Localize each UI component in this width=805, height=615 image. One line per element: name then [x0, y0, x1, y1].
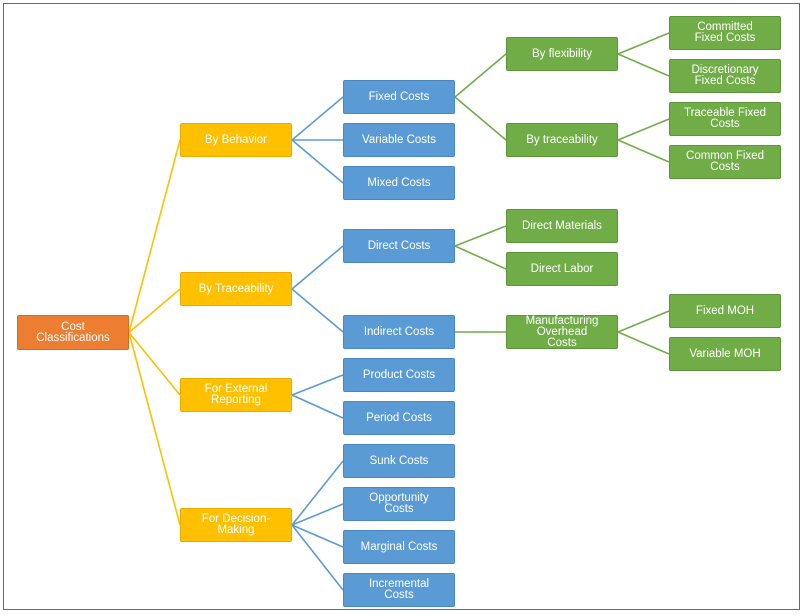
edge-manufacturing_overhead-to-fixed_moh: [617, 310, 670, 333]
node-by-traceability: By Traceability: [180, 272, 292, 306]
node-variable-moh: Variable MOH: [669, 337, 781, 371]
node-product-costs: Product Costs: [343, 358, 455, 392]
node-marginal-costs: Marginal Costs: [343, 530, 455, 564]
node-opportunity-costs: Opportunity Costs: [343, 487, 455, 521]
edge-direct_costs-to-direct_materials: [454, 225, 507, 247]
node-manufacturing-overhead-costs: Manufacturing Overhead Costs: [506, 315, 618, 349]
edge-for_decision_making-to-sunk_costs: [291, 460, 344, 526]
edge-for_decision_making-to-opportunity_costs: [291, 503, 344, 526]
edge-by_traceability-to-direct_costs: [291, 245, 344, 290]
node-period-costs: Period Costs: [343, 401, 455, 435]
edge-by_traceability_fixed-to-common_fixed: [617, 139, 670, 163]
edge-cost_classifications-to-for_decision_making: [128, 332, 181, 526]
node-fixed-costs: Fixed Costs: [343, 80, 455, 114]
edge-direct_costs-to-direct_labor: [454, 245, 507, 270]
node-fixed-moh: Fixed MOH: [669, 294, 781, 328]
edge-manufacturing_overhead-to-variable_moh: [617, 331, 670, 355]
node-incremental-costs: Incremental Costs: [343, 573, 455, 607]
node-traceable-fixed-costs: Traceable Fixed Costs: [669, 102, 781, 136]
node-direct-materials: Direct Materials: [506, 209, 618, 243]
node-common-fixed-costs: Common Fixed Costs: [669, 145, 781, 179]
node-sunk-costs: Sunk Costs: [343, 444, 455, 478]
node-by-behavior: By Behavior: [180, 123, 292, 157]
edge-by_flexibility-to-committed_fixed: [617, 32, 670, 55]
node-direct-labor: Direct Labor: [506, 252, 618, 286]
node-variable-costs: Variable Costs: [343, 123, 455, 157]
edge-for_external_reporting-to-product_costs: [291, 374, 344, 396]
edge-by_behavior-to-mixed_costs: [291, 139, 344, 184]
node-indirect-costs: Indirect Costs: [343, 315, 455, 349]
edge-cost_classifications-to-for_external_reporting: [128, 331, 181, 396]
edge-for_decision_making-to-incremental_costs: [291, 524, 344, 591]
node-direct-costs: Direct Costs: [343, 229, 455, 263]
edge-cost_classifications-to-by_traceability: [128, 288, 181, 334]
edge-by_behavior-to-fixed_costs: [291, 96, 344, 141]
edge-by_traceability-to-indirect_costs: [291, 288, 344, 333]
edge-cost_classifications-to-by_behavior: [128, 139, 181, 333]
node-by-traceability-fixed: By traceability: [506, 123, 618, 157]
edge-by_traceability_fixed-to-traceable_fixed: [617, 118, 670, 141]
edge-for_decision_making-to-marginal_costs: [291, 524, 344, 548]
node-committed-fixed-costs: Committed Fixed Costs: [669, 16, 781, 50]
node-discretionary-fixed-costs: Discretionary Fixed Costs: [669, 59, 781, 93]
node-by-flexibility: By flexibility: [506, 37, 618, 71]
node-cost-classifications: Cost Classifications: [17, 315, 129, 350]
node-for-decision-making: For Decision- Making: [180, 508, 292, 542]
edge-for_external_reporting-to-period_costs: [291, 394, 344, 419]
node-mixed-costs: Mixed Costs: [343, 166, 455, 200]
edge-fixed_costs-to-by_traceability_fixed: [454, 96, 507, 141]
node-for-external-reporting: For External Reporting: [180, 378, 292, 412]
edge-by_flexibility-to-discretionary_fixed: [617, 53, 670, 77]
edge-fixed_costs-to-by_flexibility: [454, 53, 507, 98]
